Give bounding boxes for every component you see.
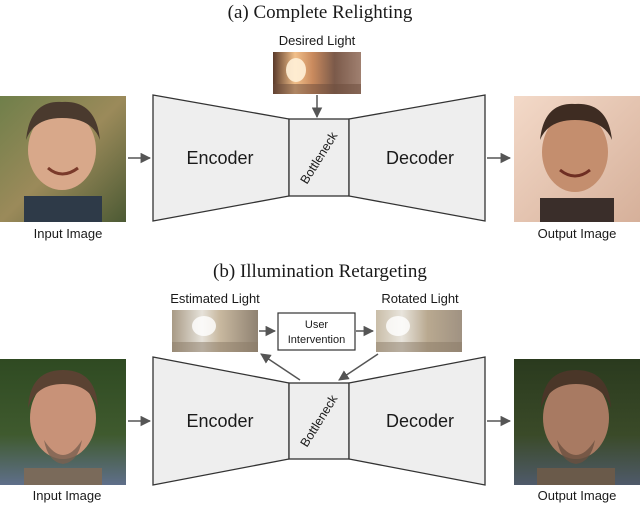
input-image-b [0,359,126,485]
decoder-label-b: Decoder [386,411,454,431]
user-intervention-box [277,312,356,351]
rotated-to-bottleneck-arrow [338,353,379,381]
output-caption-a: Output Image [538,226,617,241]
panel-b-title: (b) Illumination Retargeting [213,261,427,282]
input-caption-b: Input Image [33,488,102,503]
decoder-label-a: Decoder [386,148,454,168]
panel-a-title: (a) Complete Relighting [228,2,413,23]
decoder-block-a [348,94,486,222]
output-caption-b: Output Image [538,488,617,503]
estimated-light-label: Estimated Light [170,291,260,306]
bottleneck-to-estimated-arrow [260,353,301,381]
user-intervention-line2: Intervention [288,334,345,346]
bottleneck-block-a [288,118,350,197]
rotated-light-label: Rotated Light [381,291,459,306]
output-image-a [514,96,640,222]
input-caption-a: Input Image [34,226,103,241]
estimated-light-map [172,310,258,352]
desired-light-map [273,52,361,94]
input-image-a [0,96,126,222]
user-intervention-line1: User [305,319,329,331]
encoder-label-b: Encoder [186,411,253,431]
output-image-b [514,359,640,485]
desired-light-label: Desired Light [279,33,356,48]
encoder-label-a: Encoder [186,148,253,168]
decoder-block-b [348,356,486,486]
rotated-light-map [376,310,462,352]
